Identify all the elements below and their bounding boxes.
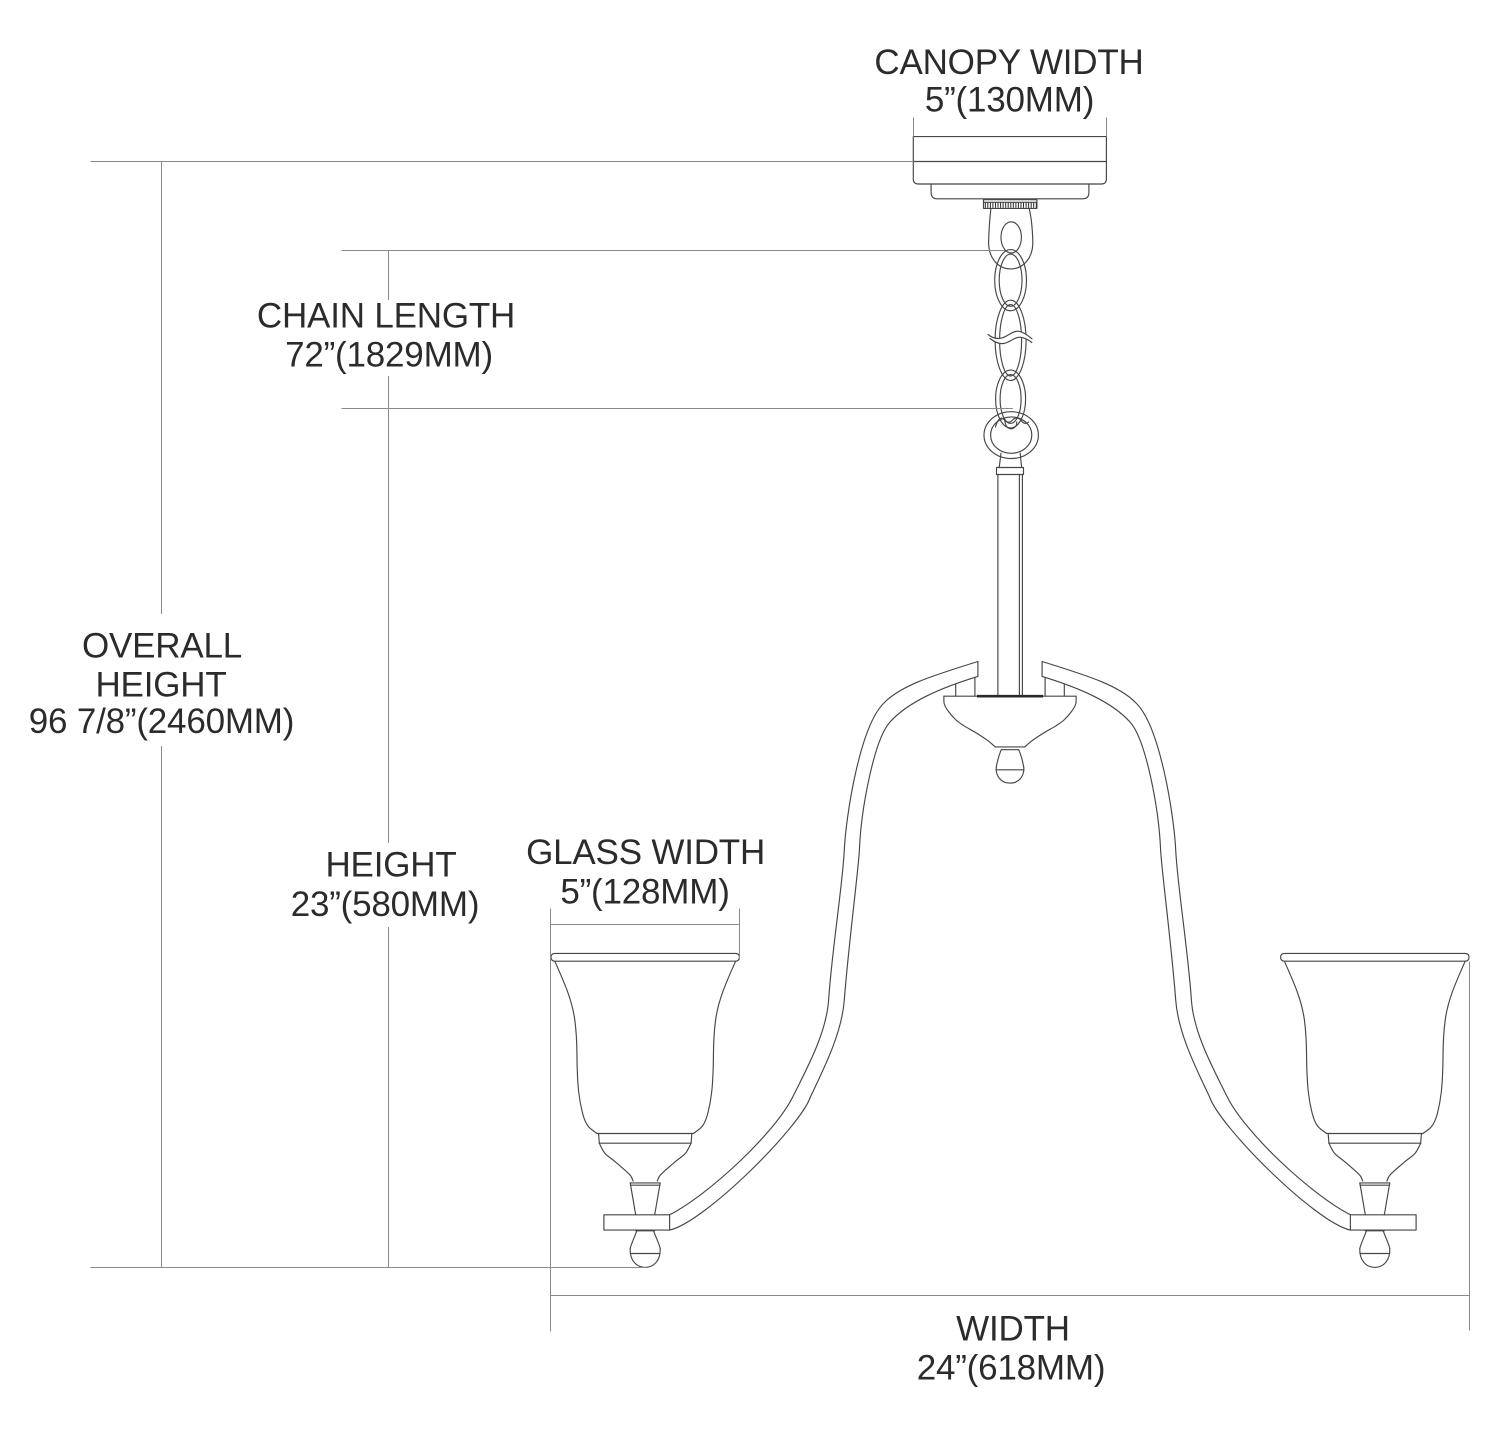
svg-text:CANOPY WIDTH: CANOPY WIDTH (874, 43, 1143, 82)
svg-text:24”(618MM): 24”(618MM) (917, 1349, 1106, 1388)
svg-text:CHAIN LENGTH: CHAIN LENGTH (257, 296, 515, 335)
svg-text:GLASS WIDTH: GLASS WIDTH (526, 833, 765, 872)
svg-text:HEIGHT: HEIGHT (325, 846, 456, 885)
svg-text:WIDTH: WIDTH (956, 1309, 1070, 1348)
svg-text:23”(580MM): 23”(580MM) (291, 885, 480, 924)
svg-text:72”(1829MM): 72”(1829MM) (285, 335, 493, 374)
svg-text:5”(128MM): 5”(128MM) (560, 873, 729, 912)
svg-text:HEIGHT: HEIGHT (95, 665, 226, 704)
svg-text:5”(130MM): 5”(130MM) (925, 81, 1094, 120)
svg-text:96 7/8”(2460MM): 96 7/8”(2460MM) (29, 702, 294, 741)
svg-text:OVERALL: OVERALL (82, 627, 242, 666)
